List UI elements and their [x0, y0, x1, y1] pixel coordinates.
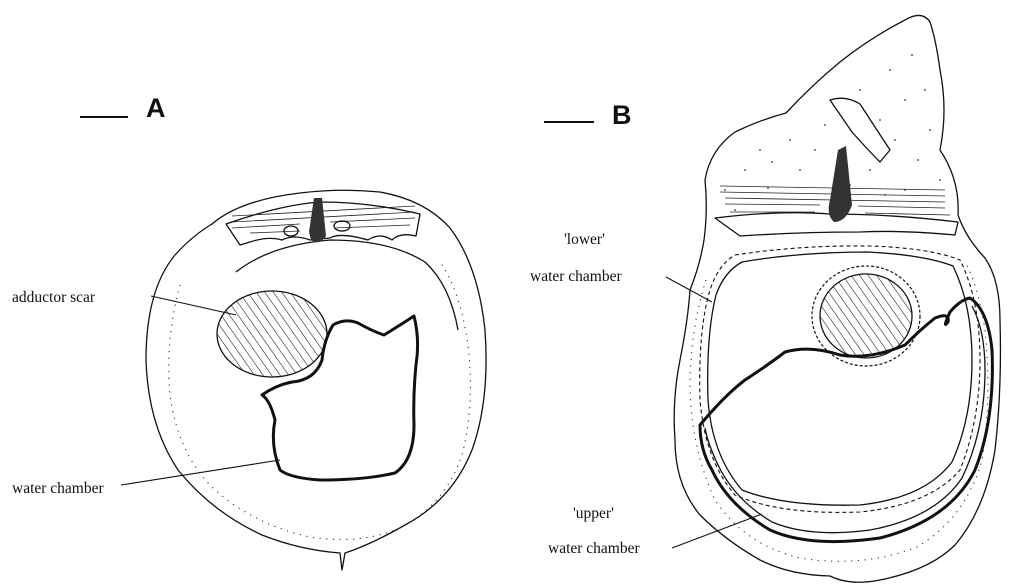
adductor-scar-b [820, 274, 912, 358]
label-water-chamber-a: water chamber [12, 480, 104, 497]
panel-b: B [530, 15, 1000, 582]
leader-water-chamber-a [121, 460, 280, 485]
leader-adductor-scar-a [151, 296, 236, 315]
ligament-pit-b [829, 146, 852, 222]
adductor-scar-a [217, 291, 327, 377]
label-lower-line1: 'lower' [564, 231, 605, 248]
label-lower-line2: water chamber [530, 268, 622, 285]
leader-upper-water-chamber [672, 514, 762, 548]
inner-margin-ticks-a [169, 262, 471, 540]
shell-outline-a [146, 190, 486, 570]
label-adductor-scar: adductor scar [12, 289, 96, 306]
panel-letter-b: B [612, 100, 632, 130]
panel-a: A adductor scar water chamber [12, 93, 486, 570]
label-upper-line1: 'upper' [573, 505, 614, 522]
panel-letter-a: A [146, 93, 166, 123]
ligament-pit-a [309, 198, 326, 242]
hinge-tooth-a2 [334, 221, 350, 231]
label-upper-line2: water chamber [548, 540, 640, 557]
